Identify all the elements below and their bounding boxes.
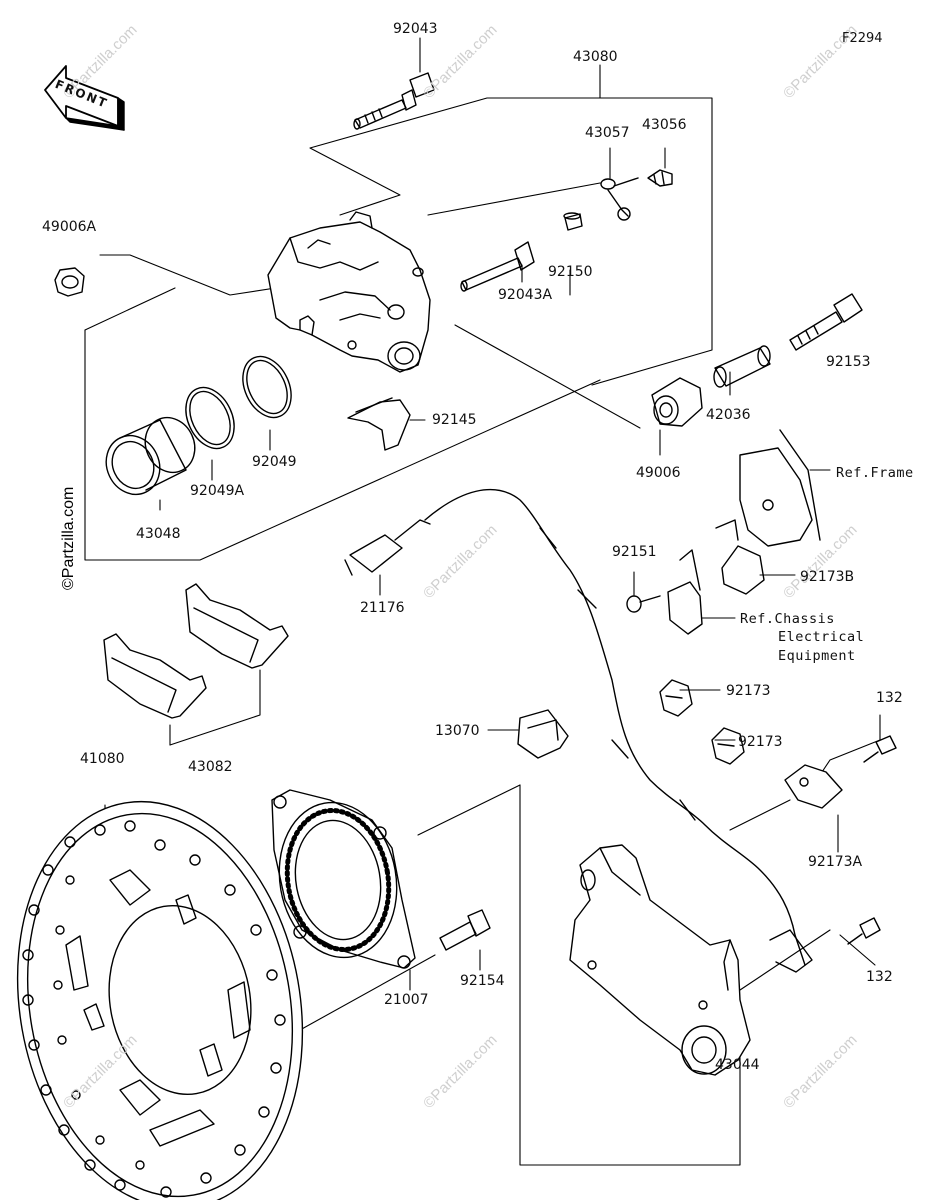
part-label[interactable]: 43056 [642, 117, 687, 133]
copyright-text: ©Partzilla.com [60, 486, 77, 590]
frame-reference-icon [739, 429, 821, 547]
part-label[interactable]: 92145 [432, 412, 477, 428]
front-arrow-icon [44, 65, 125, 131]
sleeve-42036-icon [713, 345, 771, 388]
part-label[interactable]: 49006A [42, 219, 97, 235]
bolt-92153-icon [789, 293, 863, 351]
brake-caliper-icon [267, 211, 431, 373]
brake-disc-41080-icon [16, 800, 304, 1200]
clip-13070-icon [517, 709, 569, 759]
seal-92049-icon [242, 355, 292, 419]
part-label[interactable]: 92173 [738, 734, 783, 750]
bolt-92151-icon [626, 595, 661, 613]
ref-chassis-label: Ref.Chassis [740, 611, 835, 627]
part-label[interactable]: 21007 [384, 992, 429, 1008]
bolt-92043A-icon [460, 241, 535, 292]
part-label[interactable]: 132 [876, 690, 903, 706]
spring-clip-92145-icon [347, 397, 411, 451]
figure-code: F2294 [842, 31, 883, 46]
nut-49006A-icon [54, 267, 85, 297]
abs-rotor-21007-icon [271, 789, 416, 969]
part-label[interactable]: 92150 [548, 264, 593, 280]
cap-92150-icon [563, 212, 583, 231]
seal-92049A-icon [185, 386, 235, 450]
bolt-92154-icon [439, 909, 491, 951]
part-label[interactable]: 41080 [80, 751, 125, 767]
part-label[interactable]: 43048 [136, 526, 181, 542]
clamp-92173-upper-icon [659, 679, 693, 717]
part-label[interactable]: 92151 [612, 544, 657, 560]
part-label[interactable]: 92043A [498, 287, 553, 303]
part-label[interactable]: 92043 [393, 21, 438, 37]
ref-equipment-label: Equipment [778, 648, 856, 664]
part-label[interactable]: 43057 [585, 125, 630, 141]
part-label[interactable]: 49006 [636, 465, 681, 481]
part-label[interactable]: 42036 [706, 407, 751, 423]
bleeder-43057-icon [600, 177, 639, 221]
bracket-chassis-icon [667, 549, 703, 635]
part-label[interactable]: 43044 [715, 1057, 760, 1073]
part-label[interactable]: 92049A [190, 483, 245, 499]
bracket-92173A-icon [784, 764, 843, 809]
bolt-132-upper-icon [863, 735, 897, 763]
part-label[interactable]: 21176 [360, 600, 405, 616]
clamp-92173-lower-icon [711, 727, 745, 765]
clamp-92173B-icon [715, 519, 765, 595]
part-label[interactable]: 43080 [573, 49, 618, 65]
caliper-bracket-43044-icon [569, 844, 813, 1076]
valve-43056-icon [647, 169, 673, 187]
part-label[interactable]: 92153 [826, 354, 871, 370]
bushing-49006-icon [651, 377, 703, 427]
part-label[interactable]: 92173B [800, 569, 855, 585]
brake-pad-lower-icon [103, 633, 207, 719]
part-label[interactable]: 92173 [726, 683, 771, 699]
bolt-92043-icon [353, 72, 435, 130]
brake-pad-upper-icon [185, 583, 289, 669]
bolt-132-lower-icon [847, 917, 881, 945]
part-label[interactable]: 13070 [435, 723, 480, 739]
abs-sensor-21176-icon [344, 488, 806, 966]
part-label[interactable]: 92173A [808, 854, 863, 870]
ref-frame-label: Ref.Frame [836, 465, 914, 481]
part-label[interactable]: 92049 [252, 454, 297, 470]
ref-electrical-label: Electrical [778, 629, 865, 645]
piston-43048-icon [105, 416, 196, 496]
part-label[interactable]: 92154 [460, 973, 505, 989]
part-label[interactable]: 132 [866, 969, 893, 985]
part-label[interactable]: 43082 [188, 759, 233, 775]
